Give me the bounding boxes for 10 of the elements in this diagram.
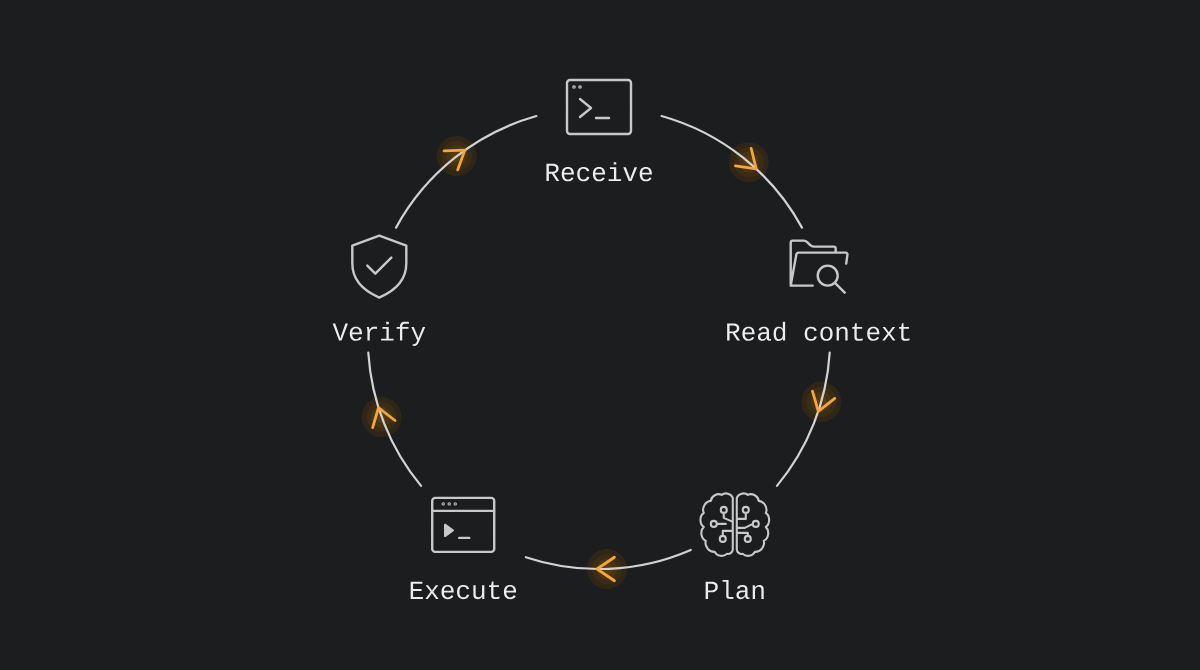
- step-label: Execute: [410, 581, 517, 600]
- step-label: Read context: [727, 321, 910, 341]
- step-label: Receive: [546, 162, 652, 182]
- step-label: Plan: [705, 580, 764, 600]
- curved-arrow: [394, 114, 538, 229]
- curved-arrow: [361, 351, 423, 487]
- step-label: Verify: [332, 321, 426, 346]
- curved-arrow: [660, 114, 804, 229]
- curved-arrow: [524, 548, 692, 589]
- curved-arrow: [775, 351, 842, 487]
